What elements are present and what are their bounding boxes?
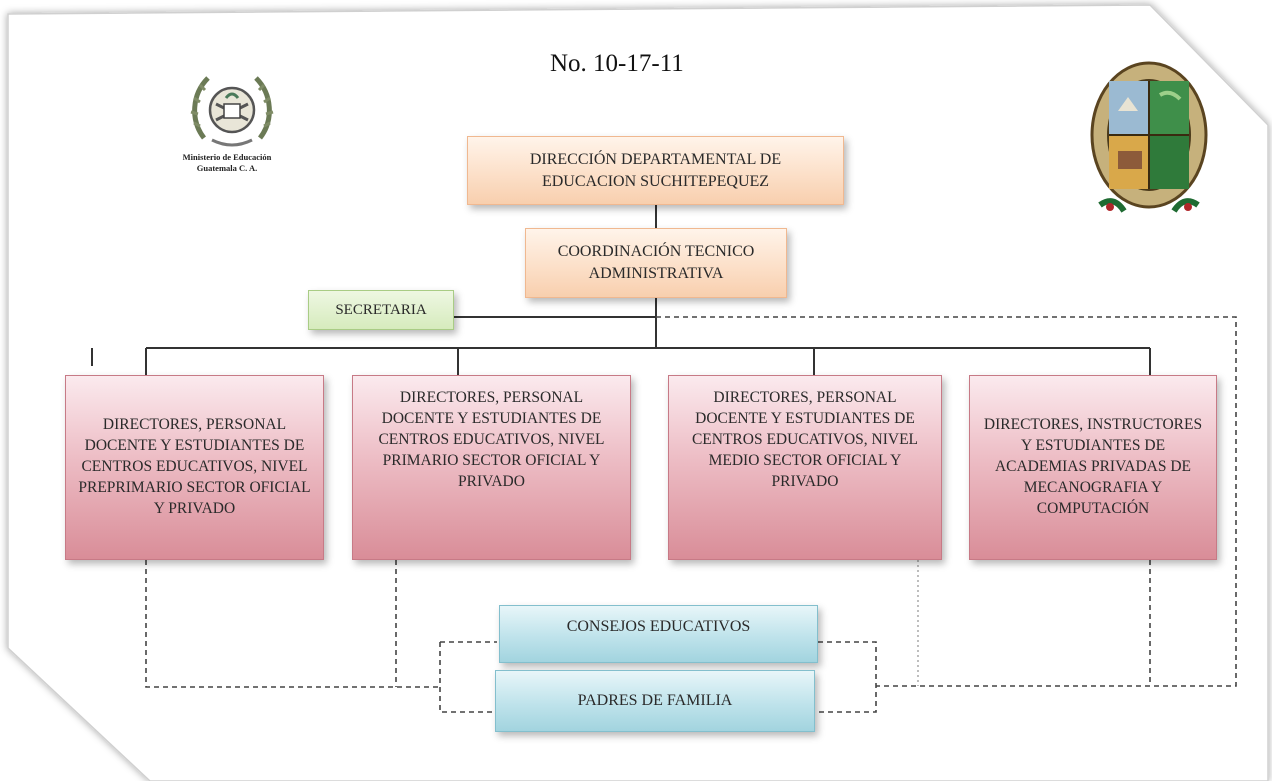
dashed-connectors [145, 316, 1237, 713]
unit-box-text: DIRECTORES, PERSONAL DOCENTE Y ESTUDIANT… [78, 416, 311, 517]
document-number: No. 10-17-11 [550, 50, 684, 77]
coordination-line1: COORDINACIÓN TECNICO [557, 243, 755, 261]
unit-box-secondary: DIRECTORES, PERSONAL DOCENTE Y ESTUDIANT… [668, 375, 942, 560]
unit-box-primary: DIRECTORES, PERSONAL DOCENTE Y ESTUDIANT… [352, 375, 631, 560]
unit-box-preprimary: DIRECTORES, PERSONAL DOCENTE Y ESTUDIANT… [65, 375, 324, 560]
departmental-direction-line2: EDUCACION SUCHITEPEQUEZ [541, 172, 770, 190]
guatemala-coat-of-arms-icon [186, 68, 278, 152]
parents-box: PADRES DE FAMILIA [495, 670, 815, 732]
councils-box: CONSEJOS EDUCATIVOS [499, 605, 818, 663]
ministry-caption-line1: Ministerio de Educación [182, 152, 272, 162]
santo-tomas-seal-icon [1082, 55, 1218, 225]
paper-outline [7, 4, 1269, 781]
secretary-label: SECRETARIA [335, 301, 427, 318]
coordination-box: COORDINACIÓN TECNICO ADMINISTRATIVA [525, 228, 787, 298]
ministry-caption-line2: Guatemala C. A. [196, 163, 258, 174]
secretary-box: SECRETARIA [308, 290, 454, 330]
unit-box-academies: DIRECTORES, INSTRUCTORES Y ESTUDIANTES D… [969, 375, 1217, 560]
departmental-direction-box: DIRECCIÓN DEPARTAMENTAL DE EDUCACION SUC… [467, 136, 844, 205]
ministry-caption: Ministerio de Educación Guatemala C. A. [152, 152, 302, 174]
solid-connectors [91, 205, 1151, 375]
councils-label: CONSEJOS EDUCATIVOS [566, 618, 751, 635]
unit-box-text: DIRECTORES, INSTRUCTORES Y ESTUDIANTES D… [983, 416, 1203, 517]
parents-label: PADRES DE FAMILIA [577, 692, 733, 710]
coordination-line2: ADMINISTRATIVA [588, 265, 724, 282]
unit-box-text: DIRECTORES, PERSONAL DOCENTE Y ESTUDIANT… [691, 389, 919, 490]
unit-box-text: DIRECTORES, PERSONAL DOCENTE Y ESTUDIANT… [378, 389, 605, 490]
departmental-direction-line1: DIRECCIÓN DEPARTAMENTAL DE [529, 150, 782, 168]
